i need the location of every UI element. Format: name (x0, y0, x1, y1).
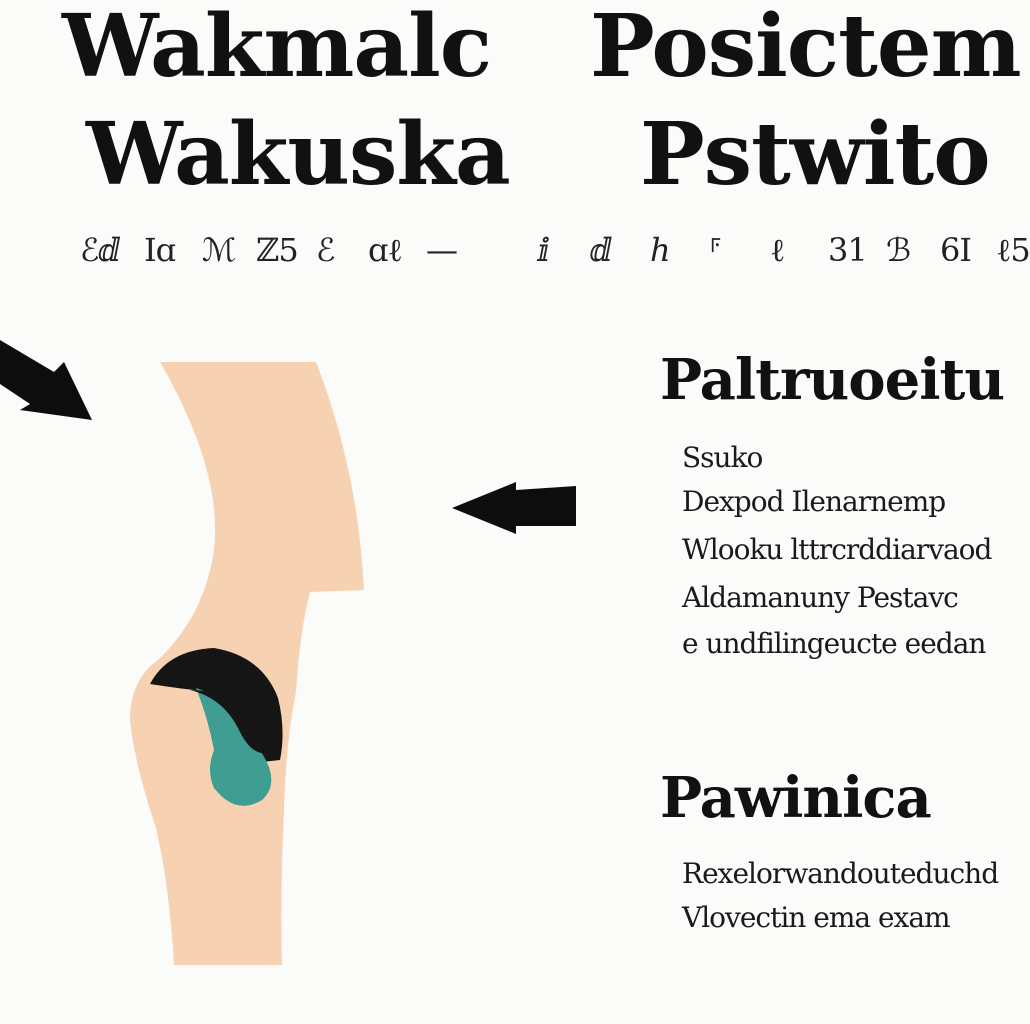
glyph-item: ℰⅆ (80, 231, 121, 269)
title-word-1: Wakmalc (62, 0, 492, 97)
glyph-item: ℓ (770, 231, 785, 269)
section2-line: Rexelorwandouteduchd (682, 857, 999, 890)
section1-line: Wlooku lttrcrddiarvaod (682, 533, 992, 566)
glyph-item: ℓ5 (996, 231, 1030, 269)
section-heading-2: Pawinica (660, 765, 932, 831)
arrow-upper-left (0, 340, 92, 420)
glyph-item: 6Ⅰ (940, 231, 972, 269)
glyph-item: ɑℓ (368, 231, 403, 269)
section1-line: Aldamanuny Pestavc (682, 581, 959, 614)
hip-illustration (0, 300, 640, 1000)
glyph-item: ⅈ (538, 231, 550, 269)
title-word-4: Pstwito (640, 104, 991, 205)
section1-line: Ssuko (682, 441, 763, 474)
section1-line: Dexpod Ilenarnemp (682, 485, 946, 518)
glyph-item: ⅆ (590, 231, 612, 269)
glyph-item: ℎ (650, 231, 671, 269)
teal-joint-shape (196, 688, 272, 806)
black-band-inner-shape (190, 690, 276, 758)
glyph-row: ℰⅆ Ⅰɑ ℳ ℤ5 ℰ ɑℓ — ⅈ ⅆ ℎ ⸁ ℓ 31 ℬ 6Ⅰ ℓ5 (80, 228, 1030, 272)
arrow-right-pointing-left (452, 482, 576, 534)
black-band-shape (150, 648, 283, 762)
glyph-item: — (426, 231, 458, 269)
section2-line: Vlovectin ema exam (682, 901, 951, 934)
glyph-item: 31 (828, 231, 868, 269)
hip-figure-svg (0, 340, 576, 965)
title-word-2: Posictem (590, 0, 1022, 97)
glyph-item: ℬ (886, 231, 911, 269)
glyph-item: ℰ (316, 231, 335, 269)
glyph-item: ℳ (202, 231, 236, 269)
glyph-item: Ⅰɑ (144, 231, 176, 269)
section1-line: e undfilingeucte eedan (682, 627, 986, 660)
glyph-item: ℤ5 (256, 231, 299, 269)
section-heading-1: Paltruoeitu (660, 347, 1005, 413)
glyph-item: ⸁ (708, 231, 724, 269)
title-word-3: Wakuska (86, 104, 511, 205)
